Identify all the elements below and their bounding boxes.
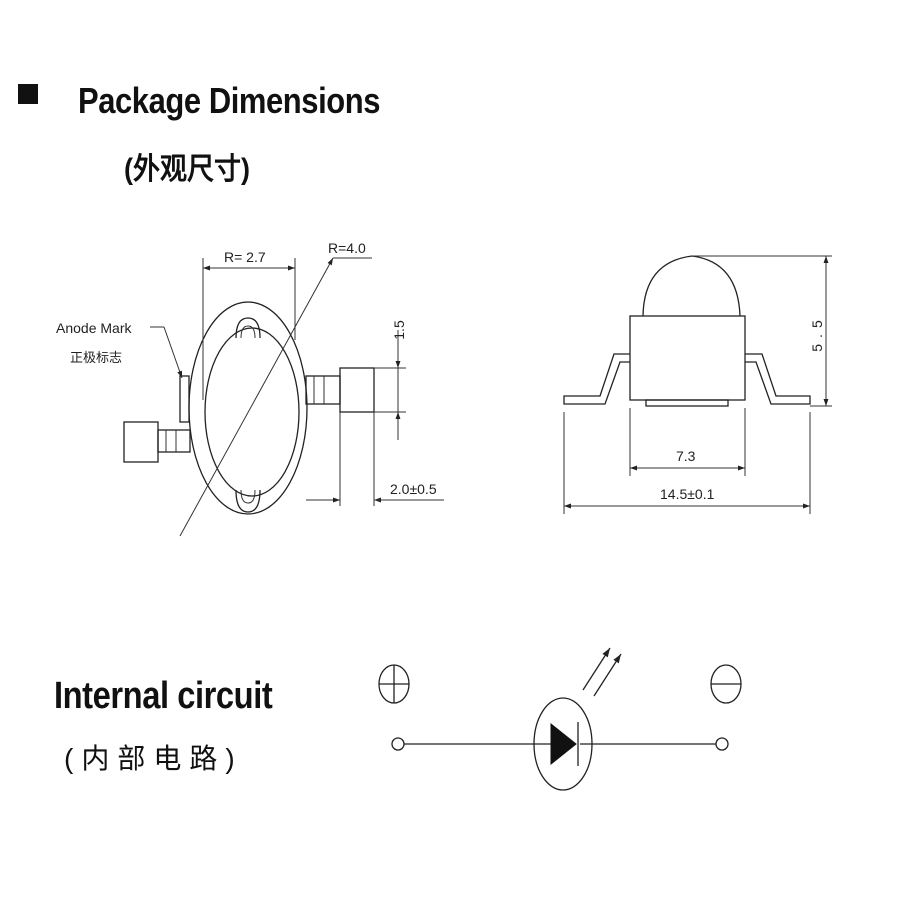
diode-symbol <box>550 722 577 766</box>
package-dimensions-title: Package Dimensions <box>78 80 381 121</box>
cathode-terminal <box>715 737 729 751</box>
outer-body-ring <box>188 301 308 515</box>
lens-circle <box>204 327 300 497</box>
radius-outer-label: R=4.0 <box>328 240 366 256</box>
right-lead-pad <box>339 367 375 413</box>
package-dimensions-subtitle: (外观尺寸) <box>124 153 250 186</box>
section-bullet <box>18 84 38 104</box>
circuit-diagram <box>378 647 742 791</box>
side-body <box>629 315 746 401</box>
lead-height-label: 1.5 <box>391 320 407 340</box>
body-width-label: 7.3 <box>676 448 696 464</box>
internal-circuit-subtitle: (内部电路) <box>64 743 243 774</box>
left-lead <box>157 429 191 453</box>
height-label: 5.5 <box>809 314 825 351</box>
top-notch <box>235 317 261 339</box>
plus-terminal-icon <box>378 664 410 704</box>
bottom-notch <box>235 489 261 513</box>
radius-inner-label: R= 2.7 <box>224 249 266 265</box>
anode-terminal <box>391 737 405 751</box>
top-view-drawing: R= 2.7 R=4.0 Anode Mark 正极标志 1.5 2.0±0.5 <box>56 240 444 537</box>
base-plate <box>645 399 729 407</box>
internal-circuit-title: Internal circuit <box>54 675 273 717</box>
led-circle <box>533 697 593 791</box>
anode-mark-label-cn: 正极标志 <box>70 350 122 365</box>
lead-length-label: 2.0±0.5 <box>390 481 437 497</box>
right-lead <box>305 375 341 405</box>
right-lead-profile <box>745 353 811 405</box>
anode-mark <box>179 375 190 423</box>
light-emission-icon <box>582 647 622 697</box>
total-width-label: 14.5±0.1 <box>660 486 715 502</box>
lens-dome <box>642 255 741 317</box>
left-lead-profile <box>563 353 630 405</box>
minus-terminal-icon <box>710 664 742 704</box>
left-lead-pad <box>123 421 159 463</box>
side-view-drawing: 5.5 7.3 14.5±0.1 <box>563 255 832 514</box>
anode-mark-label: Anode Mark <box>56 320 132 336</box>
